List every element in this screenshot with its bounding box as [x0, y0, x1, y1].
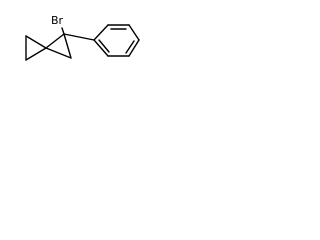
bromine-atom-label: Br — [51, 14, 64, 27]
phenyl-bond-3 — [128, 24, 140, 41]
spiro-bond-1 — [45, 33, 65, 49]
chemical-structure-diagram: Br — [25, 14, 140, 61]
spiro-bond-2 — [63, 33, 72, 59]
spiro-bond-4 — [25, 35, 47, 49]
phenyl-bond-4 — [128, 39, 140, 57]
phenyl-double-bond-3 — [98, 39, 110, 53]
c-br-bond — [61, 27, 65, 35]
phenyl-bond-6 — [93, 39, 109, 57]
c-phenyl-bond — [63, 33, 95, 41]
spiro-bond-5 — [25, 47, 47, 61]
spiro-bond-3 — [45, 47, 72, 59]
phenyl-double-bond-2 — [125, 40, 135, 54]
phenyl-bond-1 — [93, 24, 109, 41]
